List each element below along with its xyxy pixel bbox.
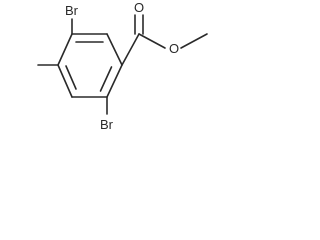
bond-ring-to-carbonyl-carbon xyxy=(121,33,140,66)
chemical-structure: Br Br O O xyxy=(37,0,208,132)
atom-o-carbonyl: O xyxy=(134,0,144,15)
ring-bond-right xyxy=(106,64,123,98)
ring-bond-top-right xyxy=(106,33,123,66)
atom-br-bottom: Br xyxy=(100,117,114,132)
bond-carbonyl-to-ester-o xyxy=(138,33,166,49)
bonds xyxy=(37,14,208,115)
bond-ester-o-to-methyl xyxy=(180,33,208,49)
ring-bond-top-left-side xyxy=(57,33,73,66)
atom-o-ester: O xyxy=(169,41,179,56)
ring-bond-bottom-left xyxy=(57,64,73,98)
atom-labels: Br Br O O xyxy=(65,0,179,132)
ring-bond-inner-bottom-left xyxy=(65,65,77,90)
atom-br-top: Br xyxy=(65,3,79,18)
ring-bond-inner-right xyxy=(99,66,113,92)
